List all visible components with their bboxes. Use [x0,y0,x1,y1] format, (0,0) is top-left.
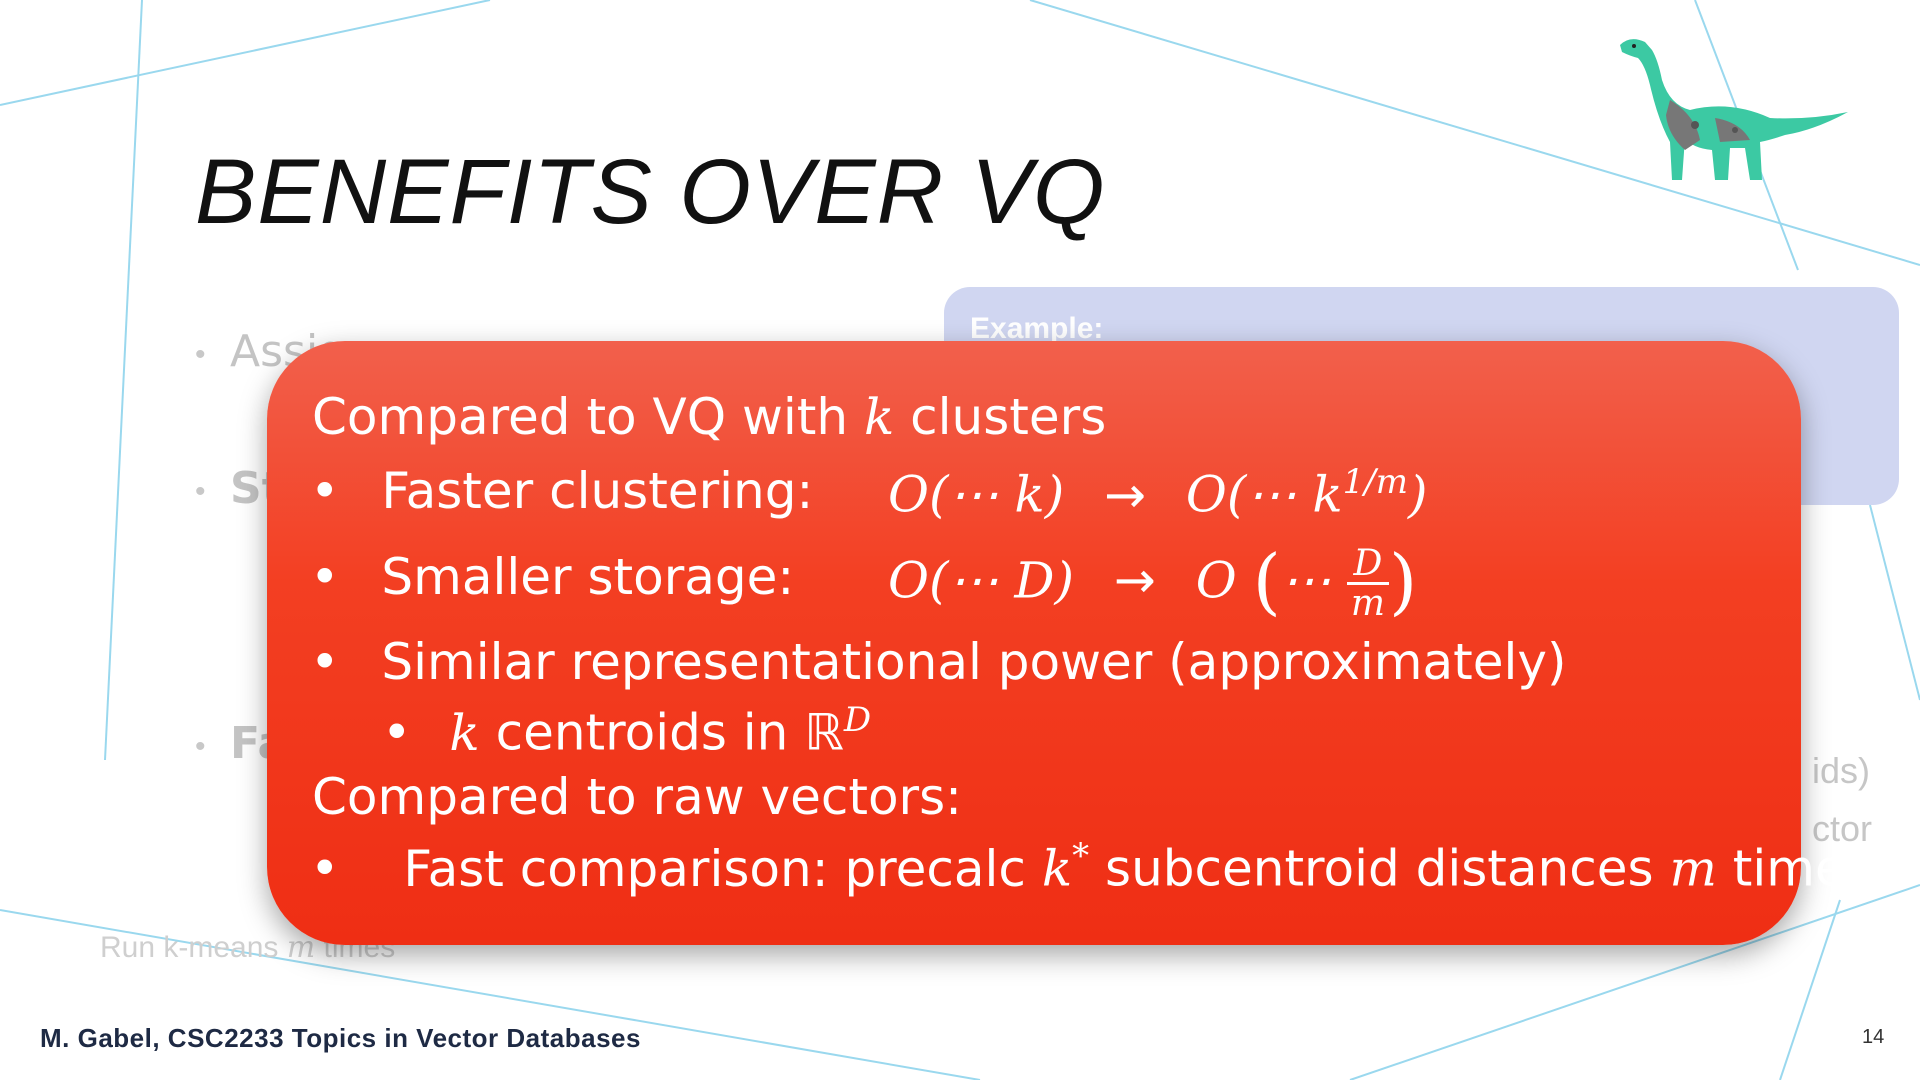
right-fragment-1: ids) [1812,750,1871,791]
bullet-dot: • [310,548,340,606]
storage-from: O(⋯ D) [888,551,1074,610]
right-paren: ) [1388,540,1418,624]
run-kmeans-prefix: Run k-means [100,931,287,964]
fast-prefix: Fast comparison: precalc [403,839,1042,898]
fast-var: k [1041,839,1073,898]
storage-label: Smaller storage: [381,548,795,606]
comparison-popup [267,341,1801,945]
fast-suffix: times [1716,839,1872,898]
bullet-dot: • [195,730,206,763]
faster-to-sup: 1/m [1342,462,1408,502]
example-label: Example: [970,312,1104,345]
heading-vq-prefix: Compared to VQ with [312,388,864,446]
arrow-icon: → [1113,551,1156,610]
bullet-dot: • [195,338,206,371]
storage-to-prefix: O [1195,551,1237,610]
centroids-space: ℝ [804,703,844,762]
slide-title: BENEFITS OVER VQ [195,141,1106,243]
bullet-dot: • [310,633,340,691]
dinosaur-logo-icon [1620,39,1848,180]
similar-label: Similar representational power (approxim… [381,633,1567,691]
smaller-storage-row: • Smaller storage: [310,548,794,606]
run-kmeans-text: Run k-means m times [100,930,395,965]
heading-vq-suffix: clusters [894,388,1107,446]
centroids-row: • k centroids in ℝD [382,700,871,762]
left-paren: ( [1252,540,1281,624]
bullet-dot: • [310,462,340,520]
bullet-dot: • [195,475,206,508]
faster-clustering-row: • Faster clustering: [310,462,813,520]
fast-var2: m [1669,839,1717,898]
faster-to-prefix: O(⋯ k [1185,465,1343,524]
storage-dots: ⋯ [1280,551,1331,610]
fast-mid: subcentroid distances [1089,839,1670,898]
fast-sup: * [1072,836,1090,876]
bullet-dot: • [310,839,340,898]
fast-comparison-row: • Fast comparison: precalc k* subcentroi… [310,836,1872,898]
centroids-text: centroids in [479,703,805,762]
page-number: 14 [1862,1026,1885,1048]
similar-power-row: • Similar representational power (approx… [310,633,1567,691]
popup-heading-raw: Compared to raw vectors: [312,768,962,826]
arrow-icon: → [1104,465,1147,524]
popup-heading-vq: Compared to VQ with k clusters [312,388,1106,446]
faster-to-suffix: ) [1407,465,1428,524]
right-fragment-2: ctor [1812,808,1873,849]
faster-formula: O(⋯ k) → O(⋯ k1/m) [888,462,1427,524]
bullet-dot: • [382,703,412,762]
fraction-numerator: D [1346,544,1389,586]
centroids-var: k [449,703,480,762]
footer-author: M. Gabel, CSC2233 Topics in Vector Datab… [40,1023,641,1053]
centroids-sup: D [843,700,872,740]
faster-label: Faster clustering: [381,462,814,520]
heading-vq-var: k [863,388,895,446]
fraction-denominator: m [1350,583,1385,625]
faster-from: O(⋯ k) [888,465,1065,524]
